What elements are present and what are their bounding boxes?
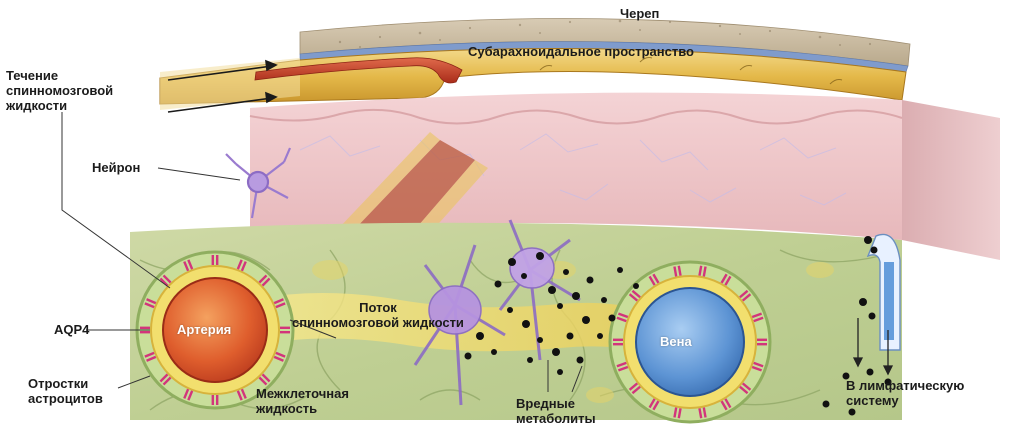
metabolite-particle [536, 252, 544, 260]
metabolite-particle [495, 281, 502, 288]
metabolite-particle [582, 316, 590, 324]
metabolite-particle [465, 353, 472, 360]
metabolite-particle [609, 315, 616, 322]
metabolite-particle [587, 277, 594, 284]
label-aqp4: AQP4 [54, 322, 89, 337]
metabolite-particle [633, 283, 639, 289]
metabolite-particle [537, 337, 543, 343]
label-subarachnoid: Субарахноидальное пространство [468, 44, 694, 59]
metabolite-particle [572, 292, 580, 300]
label-lymph: В лимфатическую систему [846, 378, 964, 408]
metabolite-particle [617, 267, 623, 273]
metabolite-particle [521, 273, 527, 279]
neuron-pointer [158, 168, 240, 180]
metabolite-particle [557, 369, 563, 375]
metabolite-particle [522, 320, 530, 328]
metabolite-particle [508, 258, 516, 266]
metabolite-particle [507, 307, 513, 313]
label-vein: Вена [660, 334, 692, 349]
metabolite-particle [563, 269, 569, 275]
label-harmful-metabolites: Вредные метаболиты [516, 396, 596, 426]
metabolite-particle [527, 357, 533, 363]
lymphatic-vessel-inner [884, 262, 894, 340]
metabolite-particle [476, 332, 484, 340]
label-astrocyte-processes: Отростки астроцитов [28, 376, 103, 406]
metabolite-particle [548, 286, 556, 294]
label-csf-flow: Течение спинномозговой жидкости [6, 68, 113, 113]
label-neuron: Нейрон [92, 160, 140, 175]
label-csf-stream: Поток спинномозговой жидкости [292, 300, 464, 330]
csf-inflow-channel [160, 58, 300, 110]
metabolite-particle [557, 303, 563, 309]
label-artery: Артерия [177, 322, 231, 337]
metabolite-particle [491, 349, 497, 355]
tissue-top-face [250, 93, 902, 240]
metabolite-particle [577, 357, 584, 364]
metabolite-particle [567, 333, 574, 340]
metabolite-particle [552, 348, 560, 356]
central-cell-body-2 [510, 248, 554, 288]
tissue-right-face [902, 100, 1000, 260]
metabolite-particle [601, 297, 607, 303]
metabolite-particle [597, 333, 603, 339]
label-interstitial: Межклеточная жидкость [256, 386, 349, 416]
label-skull: Череп [620, 6, 659, 21]
